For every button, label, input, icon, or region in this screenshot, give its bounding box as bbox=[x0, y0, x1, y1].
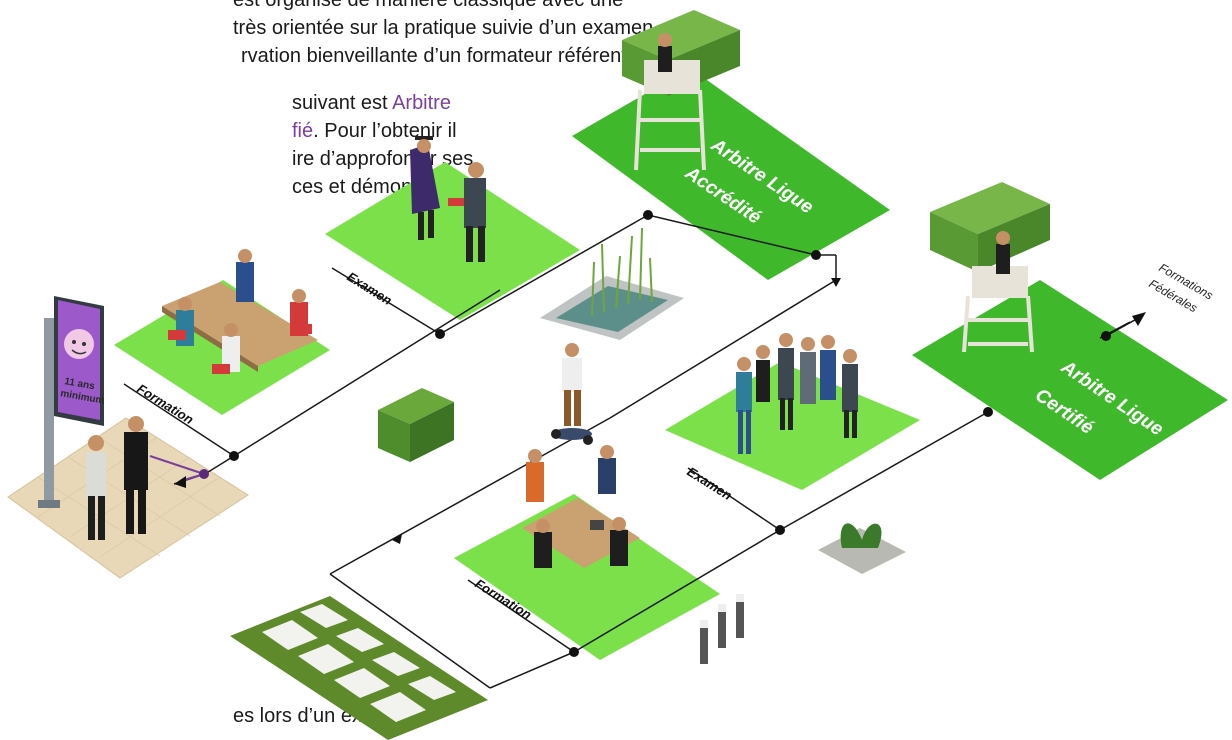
umpire-chair-2 bbox=[930, 182, 1050, 353]
tile-arbitre-certifie bbox=[912, 280, 1228, 480]
arbitre-accent-text: Arbitre bbox=[392, 92, 451, 114]
hedge-block-small bbox=[378, 388, 454, 462]
label-examen-2: Examen bbox=[684, 464, 734, 503]
intro-text-line-3: rvation bienveillante d’un formateur réf… bbox=[241, 45, 633, 67]
intro-text-line-2: très orientée sur la pratique suivie d’u… bbox=[233, 17, 654, 39]
arrow-out-line bbox=[1105, 315, 1143, 337]
bollards bbox=[700, 594, 744, 664]
grass-walkway bbox=[230, 596, 488, 740]
pond-tile bbox=[540, 227, 684, 340]
certifie-accent-text: fié bbox=[292, 120, 314, 142]
meeting-table-1 bbox=[162, 249, 318, 374]
start-node bbox=[199, 469, 209, 479]
meeting-table-2 bbox=[522, 445, 640, 568]
intro-text-line-1: est organisé de manière classique avec u… bbox=[233, 0, 624, 11]
plant-decoration bbox=[818, 523, 906, 574]
label-examen-1: Examen bbox=[344, 269, 394, 308]
people-group bbox=[736, 333, 858, 454]
segway-rider bbox=[551, 343, 593, 445]
age-sign: 11 ans minimum bbox=[38, 296, 105, 508]
graduation-handshake bbox=[410, 136, 486, 262]
tile-examen-1 bbox=[325, 162, 580, 320]
arrow-left bbox=[392, 534, 402, 544]
arrow-down bbox=[831, 278, 841, 287]
arrow-start bbox=[174, 476, 186, 488]
next-level-text-line-1: suivant est Arbitre bbox=[292, 92, 451, 114]
tile-formation-2 bbox=[454, 494, 720, 660]
start-rope bbox=[149, 455, 205, 475]
umpire-chair-1 bbox=[622, 10, 740, 171]
tile-arbitre-accredite bbox=[572, 68, 890, 280]
sign-line-1: 11 ans bbox=[63, 376, 95, 392]
arrow-out bbox=[1132, 312, 1146, 326]
welcome-people bbox=[86, 416, 148, 540]
